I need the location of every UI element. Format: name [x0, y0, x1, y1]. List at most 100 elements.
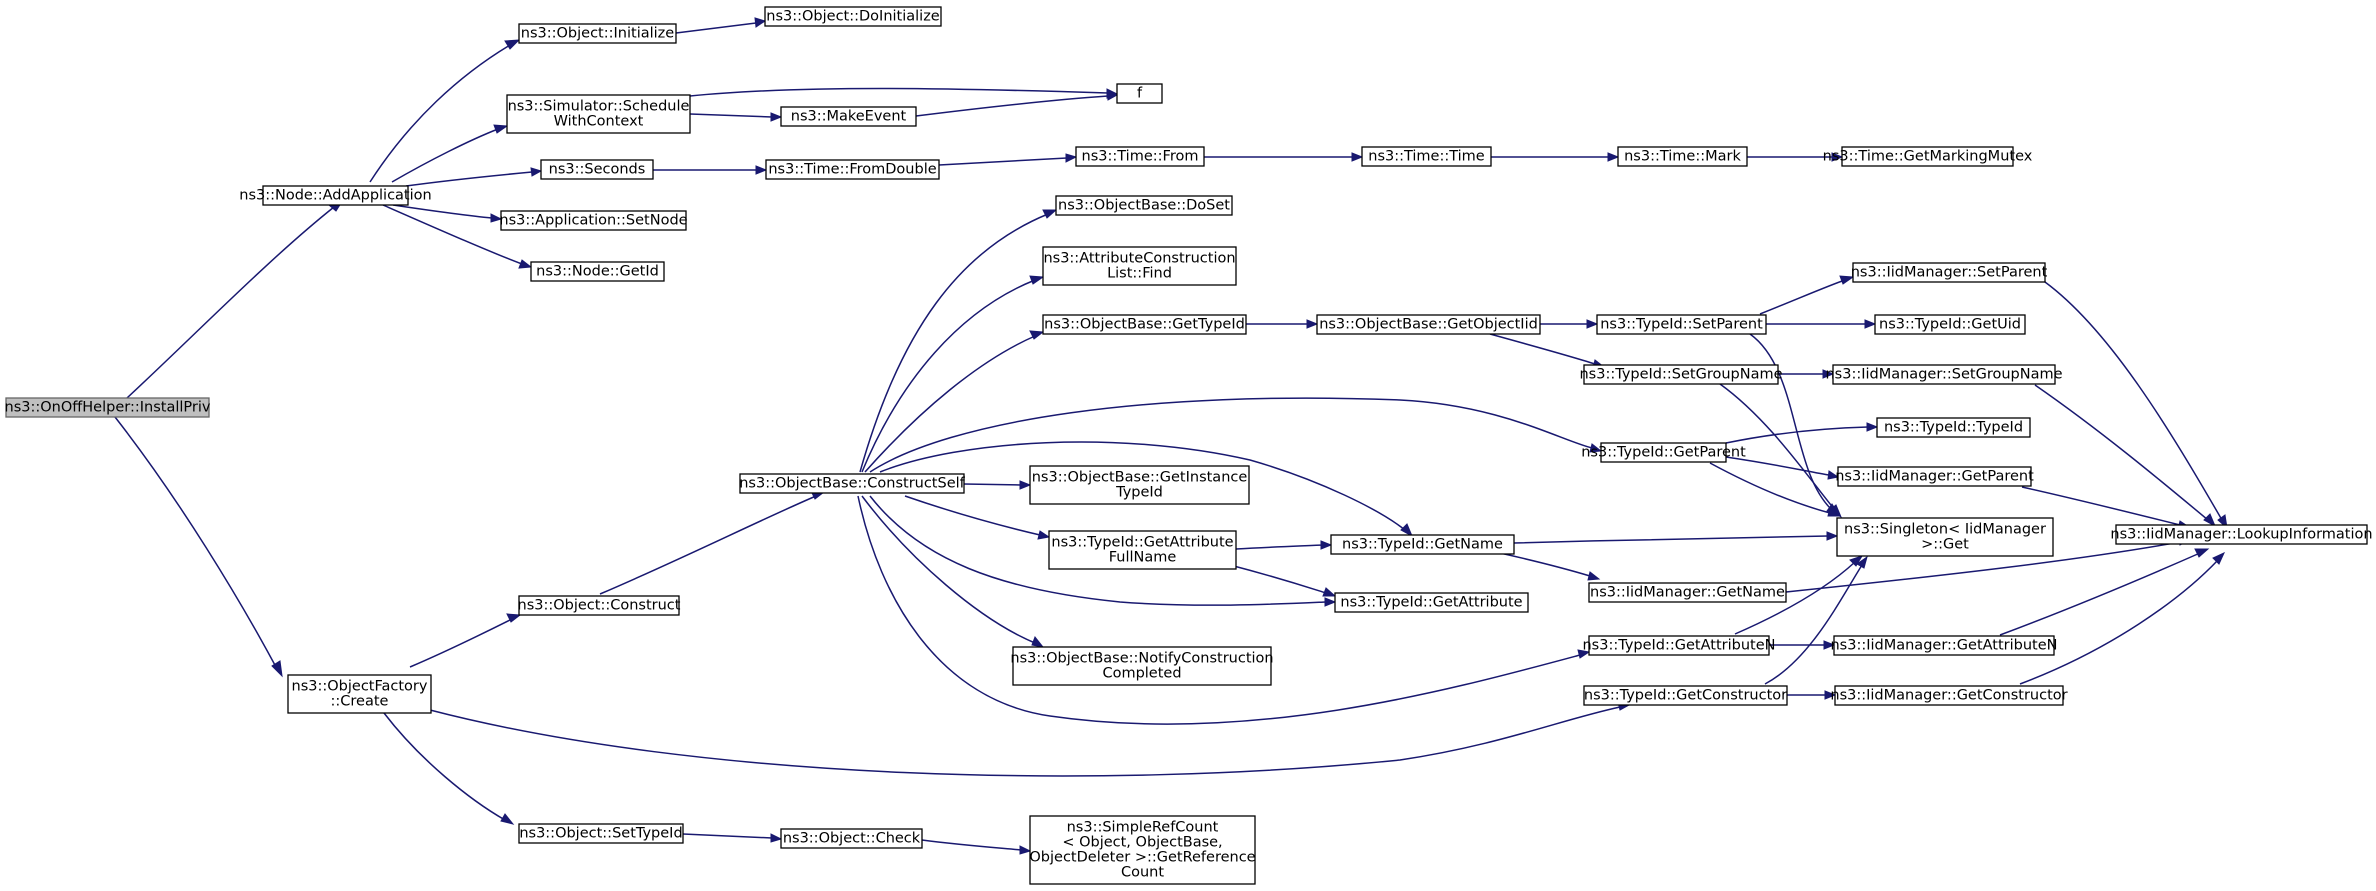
- edge-arrowhead: [1589, 443, 1603, 453]
- node-label: ns3::ObjectBase::ConstructSelf: [739, 476, 965, 492]
- edge-getattrfullname-getname: [1235, 544, 1323, 550]
- node-iidsetgroupname[interactable]: ns3::IidManager::SetGroupName: [1825, 364, 2063, 385]
- edge-makeevent-f: [915, 95, 1109, 117]
- node-label: ns3::Object::Initialize: [521, 26, 674, 42]
- node-objcheck[interactable]: ns3::Object::Check: [780, 828, 923, 849]
- node-getconstructor[interactable]: ns3::TypeId::GetConstructor: [1583, 685, 1788, 706]
- node-box: [540, 159, 654, 180]
- node-getattribute[interactable]: ns3::TypeId::GetAttribute: [1334, 592, 1529, 613]
- node-iidgetattributen[interactable]: ns3::IidManager::GetAttributeN: [1830, 635, 2058, 656]
- node-setparent[interactable]: ns3::TypeId::SetParent: [1596, 314, 1767, 335]
- node-construct[interactable]: ns3::Object::Construct: [518, 595, 681, 616]
- edge-arrowhead: [1577, 649, 1591, 659]
- node-fromdouble[interactable]: ns3::Time::FromDouble: [765, 159, 940, 180]
- node-timemark[interactable]: ns3::Time::Mark: [1617, 146, 1748, 167]
- node-addapp[interactable]: ns3::Node::AddApplication: [239, 185, 432, 206]
- edge-arrowhead: [1822, 369, 1835, 379]
- node-doset[interactable]: ns3::ObjectBase::DoSet: [1055, 195, 1233, 216]
- node-label: ns3::Simulator::Schedule: [508, 99, 690, 115]
- node-getname[interactable]: ns3::TypeId::GetName: [1330, 534, 1515, 555]
- node-setnode[interactable]: ns3::Application::SetNode: [499, 210, 688, 231]
- node-lookupinfo[interactable]: ns3::IidManager::LookupInformation: [2110, 524, 2373, 545]
- node-timefrom[interactable]: ns3::Time::From: [1075, 146, 1205, 167]
- node-typeidtypeid[interactable]: ns3::TypeId::TypeId: [1876, 417, 2031, 438]
- edge-addapplication-schedule: [391, 128, 499, 183]
- node-box: [1334, 592, 1529, 613]
- edge-constructself-getname: [879, 441, 1406, 531]
- node-getmarkingmutex[interactable]: ns3::Time::GetMarkingMutex: [1823, 146, 2033, 167]
- node-box: [1833, 635, 2055, 656]
- edge-arrowhead: [1856, 555, 1868, 569]
- node-objfactory[interactable]: ns3::ObjectFactory::Create: [287, 674, 432, 714]
- node-label: ns3::Time::Time: [1368, 149, 1485, 165]
- edge-check-getrefcount: [921, 839, 1022, 851]
- node-label: ns3::Time::From: [1082, 149, 1199, 165]
- node-box: [765, 159, 940, 180]
- edge-arrowhead: [490, 213, 503, 223]
- node-box: [500, 210, 687, 231]
- edge-arrowhead: [1042, 209, 1058, 219]
- edge-arrowhead: [2194, 548, 2210, 558]
- node-singletonget[interactable]: ns3::Singleton< IidManager >::Get: [1836, 517, 2054, 557]
- edge-getparent-typeidtypeid: [1725, 426, 1869, 444]
- node-f[interactable]: f: [1116, 83, 1163, 104]
- node-seconds[interactable]: ns3::Seconds: [540, 159, 654, 180]
- edge-arrowhead: [1322, 587, 1337, 597]
- node-gettypeid[interactable]: ns3::ObjectBase::GetTypeId: [1042, 314, 1247, 335]
- edge-constructself-gettypeid: [864, 335, 1036, 473]
- node-label: ns3::TypeId::GetParent: [1581, 445, 1746, 461]
- edge-installpriv-objectfactory: [114, 416, 277, 668]
- edge-arrowhead: [1839, 275, 1855, 285]
- node-label: ns3::TypeId::GetConstructor: [1584, 688, 1787, 704]
- node-getparent[interactable]: ns3::TypeId::GetParent: [1581, 442, 1746, 463]
- node-notifyconstruction[interactable]: ns3::ObjectBase::NotifyConstructionCompl…: [1010, 646, 1274, 686]
- edge-getname-singleton: [1513, 535, 1829, 544]
- edge-arrowhead: [770, 833, 783, 843]
- node-nodegetid[interactable]: ns3::Node::GetId: [530, 261, 665, 282]
- node-box: [1012, 646, 1272, 686]
- node-constructself[interactable]: ns3::ObjectBase::ConstructSelf: [739, 473, 966, 494]
- edge-addapplication-initialize: [369, 44, 511, 183]
- node-label: ns3::ObjectBase::DoSet: [1058, 198, 1230, 214]
- node-getattributen[interactable]: ns3::TypeId::GetAttributeN: [1582, 635, 1776, 656]
- edge-arrowhead: [1827, 470, 1840, 480]
- node-label: ns3::IidManager::GetConstructor: [1830, 688, 2067, 704]
- node-label: ns3::IidManager::GetName: [1590, 585, 1785, 601]
- node-box: [1876, 417, 2031, 438]
- node-getrefcount[interactable]: ns3::SimpleRefCount< Object, ObjectBase,…: [1029, 815, 1256, 885]
- edge-arrowhead: [1586, 319, 1599, 329]
- node-label: ns3::MakeEvent: [791, 109, 907, 125]
- edge-arrowhead: [1324, 597, 1337, 607]
- node-label: Count: [1121, 865, 1164, 881]
- node-setgroupname[interactable]: ns3::TypeId::SetGroupName: [1579, 364, 1783, 385]
- node-box: [518, 823, 684, 844]
- node-installpriv[interactable]: ns3::OnOffHelper::InstallPriv: [5, 397, 211, 418]
- node-iidsetparent[interactable]: ns3::IidManager::SetParent: [1851, 262, 2048, 283]
- node-getobjectiid[interactable]: ns3::ObjectBase::GetObjectIid: [1316, 314, 1541, 335]
- node-box: [2115, 524, 2368, 545]
- node-box: [1055, 195, 1233, 216]
- node-initialize[interactable]: ns3::Object::Initialize: [518, 23, 677, 44]
- edge-arrowhead: [1019, 480, 1032, 490]
- node-iidgetconstructor[interactable]: ns3::IidManager::GetConstructor: [1830, 685, 2068, 706]
- node-makeevent[interactable]: ns3::MakeEvent: [780, 106, 917, 127]
- edge-iidsetparent-lookup: [2044, 281, 2223, 521]
- edge-arrowhead: [271, 660, 283, 678]
- node-label: ns3::ObjectBase::GetTypeId: [1044, 317, 1245, 333]
- node-label: ns3::TypeId::GetAttributeN: [1582, 638, 1775, 654]
- node-getuid[interactable]: ns3::TypeId::GetUid: [1874, 314, 2026, 335]
- node-iidgetparent[interactable]: ns3::IidManager::GetParent: [1835, 466, 2034, 487]
- edge-schedule-makeevent: [689, 113, 773, 118]
- node-label: List::Find: [1107, 266, 1172, 282]
- node-box: [1116, 83, 1163, 104]
- node-label: ns3::TypeId::GetUid: [1879, 317, 2021, 333]
- node-iidgetname[interactable]: ns3::IidManager::GetName: [1588, 582, 1787, 603]
- node-timetime[interactable]: ns3::Time::Time: [1361, 146, 1492, 167]
- node-doinit[interactable]: ns3::Object::DoInitialize: [764, 6, 942, 27]
- edge-arrowhead: [1866, 422, 1879, 432]
- node-settypeid[interactable]: ns3::Object::SetTypeId: [518, 823, 684, 844]
